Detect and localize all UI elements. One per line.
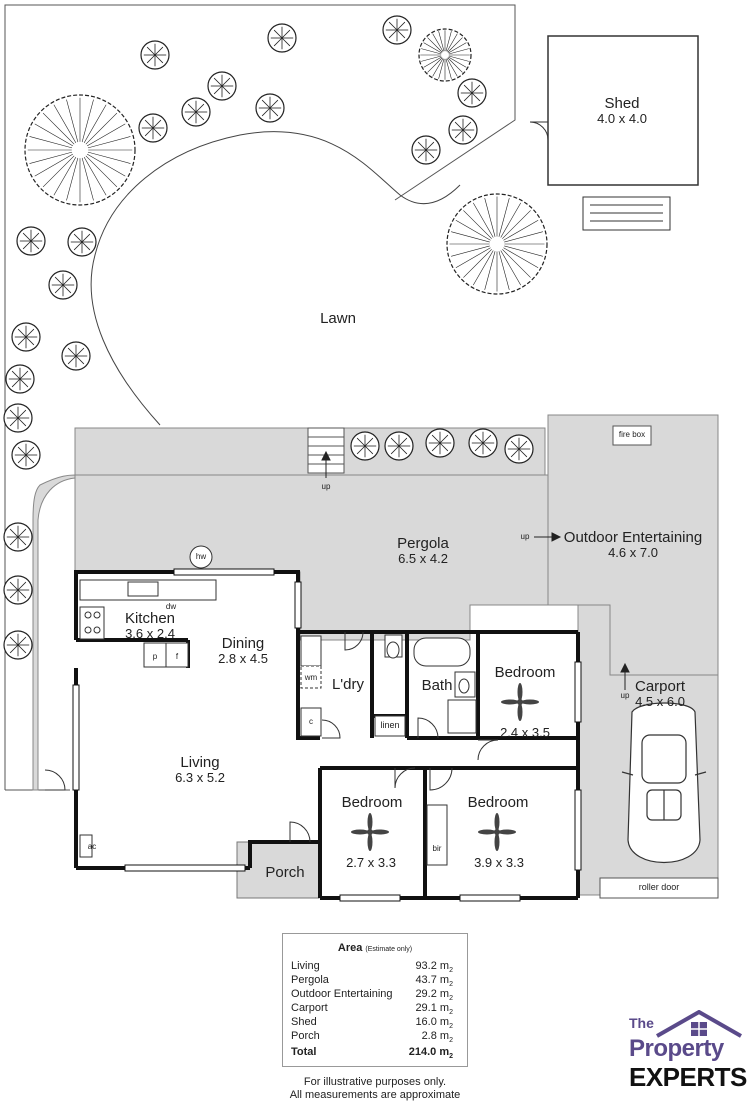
bedroom-1-label: Bedroom bbox=[494, 664, 556, 681]
up-label-outdoor: up bbox=[520, 532, 530, 541]
dishwasher-label: dw bbox=[165, 602, 177, 611]
disclaimer: For illustrative purposes only. All meas… bbox=[289, 1076, 461, 1102]
bedroom-1-dim: 2.4 x 3.5 bbox=[500, 725, 550, 740]
hot-water-label: hw bbox=[195, 552, 207, 561]
up-arrow-icons bbox=[321, 450, 630, 690]
bath-label: Bath bbox=[421, 677, 453, 694]
cupboard-label: c bbox=[309, 717, 313, 726]
logo-property: Property bbox=[629, 1035, 724, 1062]
car-icon bbox=[621, 702, 707, 864]
logo-the: The bbox=[629, 1015, 654, 1031]
bedroom-3-label: Bedroom bbox=[467, 794, 529, 811]
fire-box-label: fire box bbox=[618, 430, 646, 439]
linen-label: linen bbox=[380, 720, 400, 730]
roller-door bbox=[599, 877, 719, 899]
fire-box bbox=[612, 425, 652, 446]
fixtures bbox=[79, 545, 477, 866]
company-logo: The Property EXPERTS bbox=[627, 1010, 747, 1095]
bedroom-3-dim: 3.9 x 3.3 bbox=[474, 855, 524, 870]
lawn-label: Lawn bbox=[320, 310, 356, 327]
doors bbox=[44, 631, 499, 843]
bedroom-2-dim: 2.7 x 3.3 bbox=[346, 855, 396, 870]
bedroom-2-label: Bedroom bbox=[341, 794, 403, 811]
lawn-boundary bbox=[90, 131, 461, 426]
area-total-row: Total 214.0 m2 bbox=[291, 1046, 453, 1061]
shed bbox=[529, 35, 699, 231]
washing-machine-label: wm bbox=[304, 673, 318, 682]
pantry-label: p bbox=[152, 652, 158, 661]
up-label-steps: up bbox=[321, 482, 331, 491]
porch-label: Porch bbox=[265, 864, 305, 881]
ceiling-fan-icons bbox=[351, 683, 539, 851]
roller-door-label: roller door bbox=[638, 882, 680, 892]
paved-areas bbox=[32, 414, 719, 896]
fridge-label: f bbox=[175, 652, 179, 661]
tree-icons bbox=[3, 15, 548, 660]
built-in-robe-label: bir bbox=[432, 844, 442, 853]
house-roof-icon bbox=[656, 1010, 742, 1038]
logo-experts: EXPERTS bbox=[629, 1062, 747, 1092]
up-label-carport: up bbox=[620, 691, 630, 700]
area-title: Area (Estimate only) bbox=[337, 942, 413, 954]
laundry-label: L'dry bbox=[331, 676, 365, 693]
windows bbox=[72, 568, 582, 902]
aircon-label: ac bbox=[87, 842, 97, 851]
